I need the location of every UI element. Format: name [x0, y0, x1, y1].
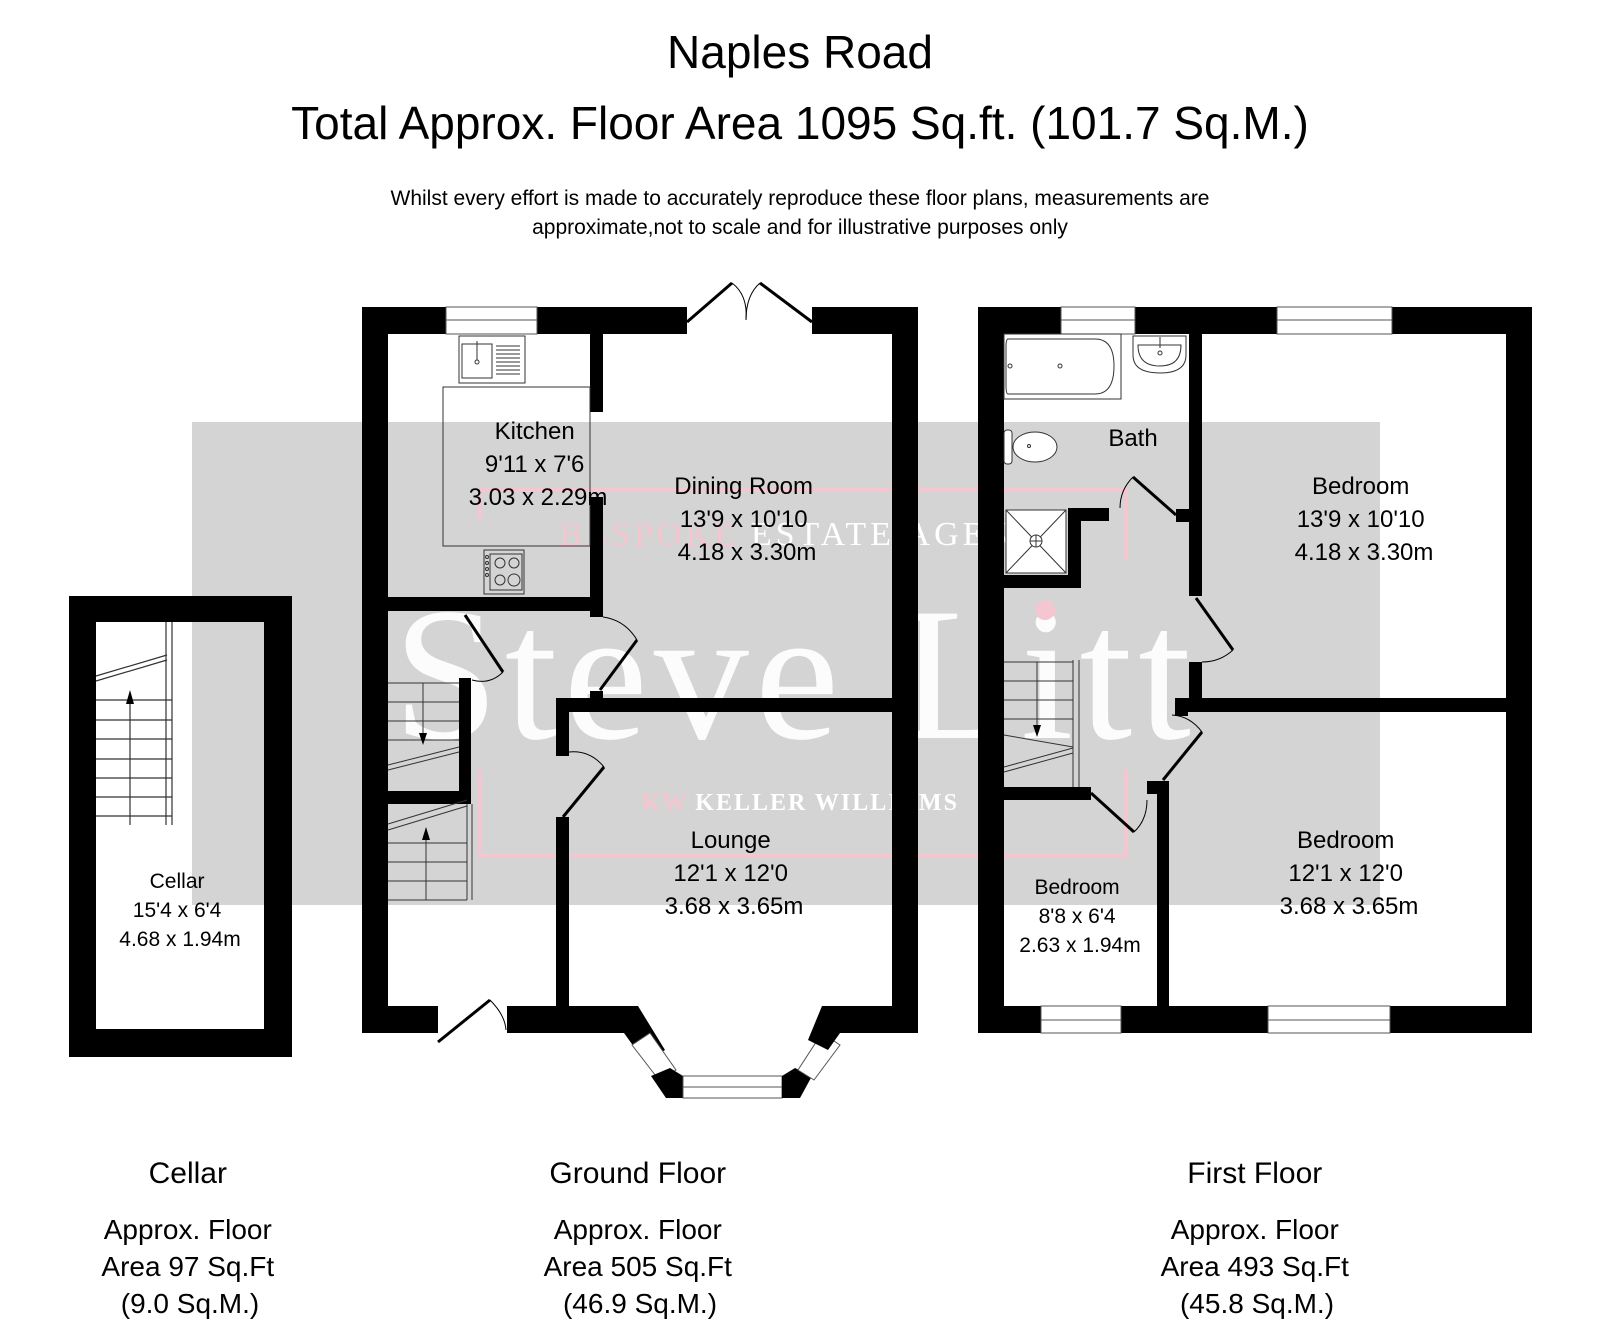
- first-floor-stair-down-arrow-icon: [1033, 725, 1041, 737]
- bedroom-2-metric: 3.68 x 3.65m: [1280, 893, 1419, 920]
- watermark-frame: [478, 488, 1128, 857]
- watermark-band: [192, 422, 1380, 905]
- bathtub-icon: [1003, 333, 1122, 400]
- floor-area-sqm: (46.9 Sq.M.): [563, 1288, 717, 1319]
- floor-area-sqm: (45.8 Sq.M.): [1180, 1288, 1334, 1319]
- floor-summaries: Cellar Approx. Floor Area 97 Sq.Ft (9.0 …: [101, 1157, 1354, 1319]
- bedroom-2-name: Bedroom: [1297, 827, 1394, 854]
- washbasin-icon: [1132, 335, 1187, 374]
- lounge-name: Lounge: [691, 827, 771, 854]
- floor-area-sqm: (9.0 Sq.M.): [121, 1288, 259, 1319]
- room-labels: Kitchen 9'11 x 7'6 3.03 x 2.29m Dining R…: [119, 418, 1433, 957]
- dining-metric: 4.18 x 3.30m: [678, 539, 817, 566]
- cellar-stair-arrow-icon: [126, 690, 134, 704]
- cellar-imperial: 15'4 x 6'4: [133, 899, 222, 922]
- floor-summary-cellar: Cellar Approx. Floor Area 97 Sq.Ft (9.0 …: [101, 1157, 278, 1319]
- lounge-imperial: 12'1 x 12'0: [673, 860, 788, 887]
- floor-summary-ground: Ground Floor Approx. Floor Area 505 Sq.F…: [544, 1157, 737, 1319]
- first-floor-stairs: [1003, 660, 1080, 787]
- disclaimer-line-2: approximate,not to scale and for illustr…: [532, 216, 1068, 239]
- first-floor-doors: [1089, 475, 1235, 834]
- floor-summary-first: First Floor Approx. Floor Area 493 Sq.Ft…: [1161, 1157, 1354, 1319]
- first-floor-walls: [978, 307, 1532, 1033]
- kitchen-worktop: [442, 386, 591, 547]
- bedroom-3-imperial: 8'8 x 6'4: [1039, 905, 1116, 928]
- kitchen-name: Kitchen: [495, 418, 575, 445]
- floor-name: Ground Floor: [549, 1157, 726, 1190]
- floor-area-sqft: Area 97 Sq.Ft: [101, 1251, 274, 1282]
- cellar-plan: [69, 596, 292, 1057]
- dining-name: Dining Room: [674, 473, 813, 500]
- toilet-icon: [1003, 429, 1058, 465]
- shower-tray-icon: [1005, 509, 1067, 574]
- bedroom-1-metric: 4.18 x 3.30m: [1295, 539, 1434, 566]
- bedroom-3-metric: 2.63 x 1.94m: [1019, 934, 1140, 957]
- floor-area-sqft: Area 505 Sq.Ft: [544, 1251, 733, 1282]
- lounge-label: Lounge 12'1 x 12'0 3.68 x 3.65m: [665, 827, 804, 920]
- bay-window: [624, 1006, 841, 1099]
- watermark-partner-mark: KW: [641, 790, 687, 816]
- ground-doors: [437, 614, 639, 1044]
- ground-stair-up-arrow-icon: [422, 827, 430, 840]
- bedroom-1-label: Bedroom 13'9 x 10'10 4.18 x 3.30m: [1295, 473, 1434, 566]
- plan-title: Naples Road: [667, 26, 933, 78]
- floor-area-line: Approx. Floor: [554, 1214, 722, 1245]
- ground-floor-walls: [362, 307, 918, 1033]
- disclaimer: Whilst every effort is made to accuratel…: [0, 184, 1600, 242]
- floor-name: First Floor: [1187, 1157, 1322, 1190]
- bedroom-2-label: Bedroom 12'1 x 12'0 3.68 x 3.65m: [1280, 827, 1419, 920]
- floor-name: Cellar: [149, 1157, 227, 1190]
- watermark-partner-name: KELLER WILLIAMS: [695, 790, 959, 816]
- bedroom-1-name: Bedroom: [1312, 473, 1409, 500]
- cellar-walls: [69, 596, 292, 1057]
- watermark-tagline-pink: BESPOKE: [559, 516, 738, 553]
- dining-imperial: 13'9 x 10'10: [680, 506, 808, 533]
- ground-stair-down-arrow-icon: [419, 733, 427, 745]
- first-floor-windows: [1040, 306, 1393, 1034]
- bedroom-1-imperial: 13'9 x 10'10: [1297, 506, 1425, 533]
- ground-stairs: [387, 682, 473, 901]
- ground-floor-plan: [362, 281, 918, 1099]
- bath-name: Bath: [1108, 425, 1157, 452]
- cellar-metric: 4.68 x 1.94m: [119, 928, 240, 951]
- kitchen-imperial: 9'11 x 7'6: [485, 451, 584, 478]
- dining-room-label: Dining Room 13'9 x 10'10 4.18 x 3.30m: [674, 473, 819, 566]
- bath-label: Bath: [1108, 425, 1157, 452]
- cellar-label: Cellar 15'4 x 6'4 4.68 x 1.94m: [119, 870, 240, 951]
- sink-icon: [458, 335, 526, 384]
- cellar-stairs: [95, 622, 173, 825]
- french-doors: [686, 281, 813, 324]
- total-floor-area: Total Approx. Floor Area 1095 Sq.ft. (10…: [291, 97, 1309, 149]
- cellar-name: Cellar: [150, 870, 205, 893]
- bedroom-3-name: Bedroom: [1034, 876, 1119, 899]
- floor-area-line: Approx. Floor: [1171, 1214, 1339, 1245]
- first-floor-plan: [978, 306, 1532, 1034]
- lounge-metric: 3.68 x 3.65m: [665, 893, 804, 920]
- floor-area-sqft: Area 493 Sq.Ft: [1161, 1251, 1350, 1282]
- hob-icon: [483, 549, 525, 595]
- kitchen-window: [445, 306, 538, 335]
- disclaimer-line-1: Whilst every effort is made to accuratel…: [390, 187, 1210, 210]
- kitchen-metric: 3.03 x 2.29m: [469, 484, 608, 511]
- watermark-dot: [1035, 600, 1055, 620]
- floor-area-line: Approx. Floor: [104, 1214, 272, 1245]
- kitchen-label: Kitchen 9'11 x 7'6 3.03 x 2.29m: [469, 418, 608, 511]
- bedroom-3-label: Bedroom 8'8 x 6'4 2.63 x 1.94m: [1019, 876, 1140, 957]
- bedroom-2-imperial: 12'1 x 12'0: [1288, 860, 1403, 887]
